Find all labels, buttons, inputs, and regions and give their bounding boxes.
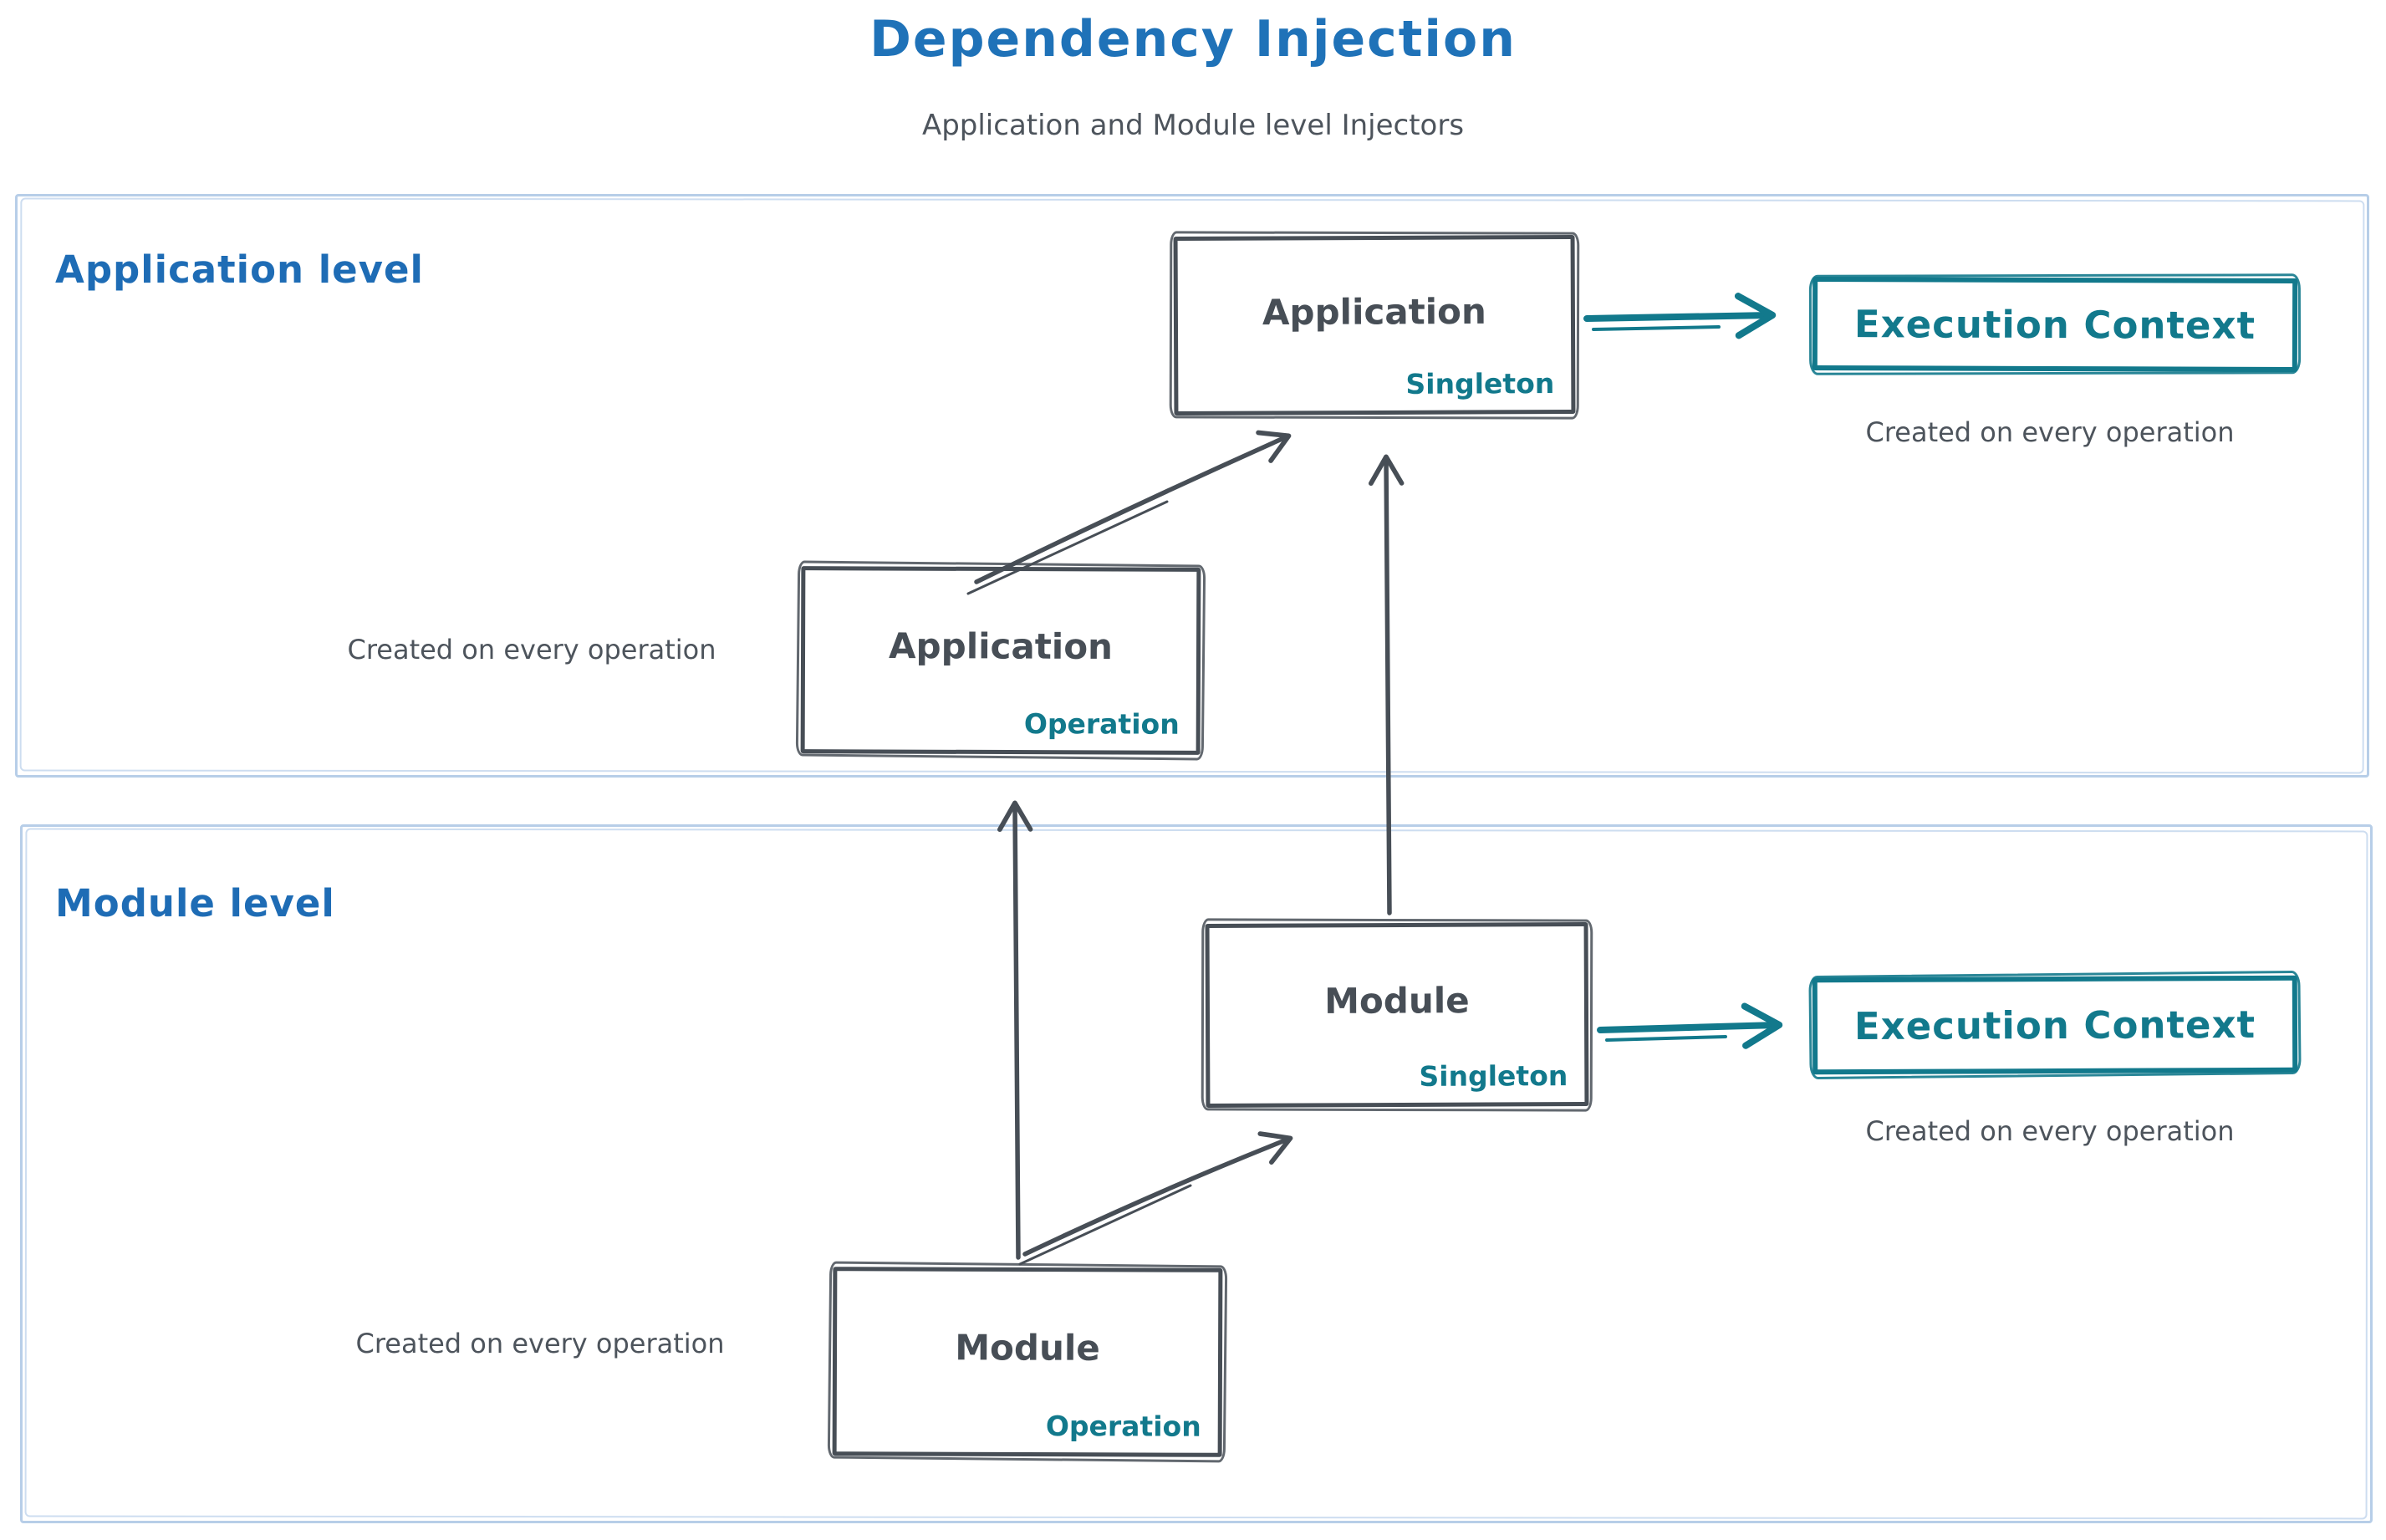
module-operation-scope: Operation bbox=[1045, 1410, 1201, 1443]
diagram-subtitle: Application and Module level Injectors bbox=[921, 109, 1465, 142]
module-operation-note: Created on every operation bbox=[355, 1328, 725, 1359]
module-singleton-scope: Singleton bbox=[1419, 1059, 1568, 1093]
module-operation-box: Module Operation bbox=[832, 1267, 1223, 1457]
module-operation-title: Module bbox=[955, 1326, 1100, 1369]
module-level-frame bbox=[20, 824, 2373, 1523]
application-singleton-scope: Singleton bbox=[1405, 367, 1555, 400]
application-operation-title: Application bbox=[889, 625, 1114, 667]
application-singleton-box: Application Singleton bbox=[1173, 234, 1576, 416]
application-execution-context-note: Created on every operation bbox=[1865, 416, 2235, 448]
application-singleton-title: Application bbox=[1262, 290, 1486, 333]
module-execution-context-box: Execution Context bbox=[1812, 975, 2298, 1075]
module-execution-context-label: Execution Context bbox=[1853, 1002, 2256, 1048]
application-execution-context-label: Execution Context bbox=[1853, 301, 2256, 348]
diagram-title: Dependency Injection bbox=[869, 10, 1517, 69]
module-singleton-box: Module Singleton bbox=[1205, 922, 1589, 1108]
application-operation-scope: Operation bbox=[1023, 707, 1180, 741]
application-operation-note: Created on every operation bbox=[347, 634, 716, 665]
application-operation-box: Application Operation bbox=[800, 566, 1201, 755]
application-level-label: Application level bbox=[55, 247, 424, 292]
module-execution-context-note: Created on every operation bbox=[1865, 1115, 2235, 1147]
module-singleton-title: Module bbox=[1324, 980, 1470, 1022]
application-execution-context-box: Execution Context bbox=[1812, 276, 2298, 373]
application-level-frame bbox=[15, 194, 2369, 778]
module-level-label: Module level bbox=[55, 881, 335, 926]
